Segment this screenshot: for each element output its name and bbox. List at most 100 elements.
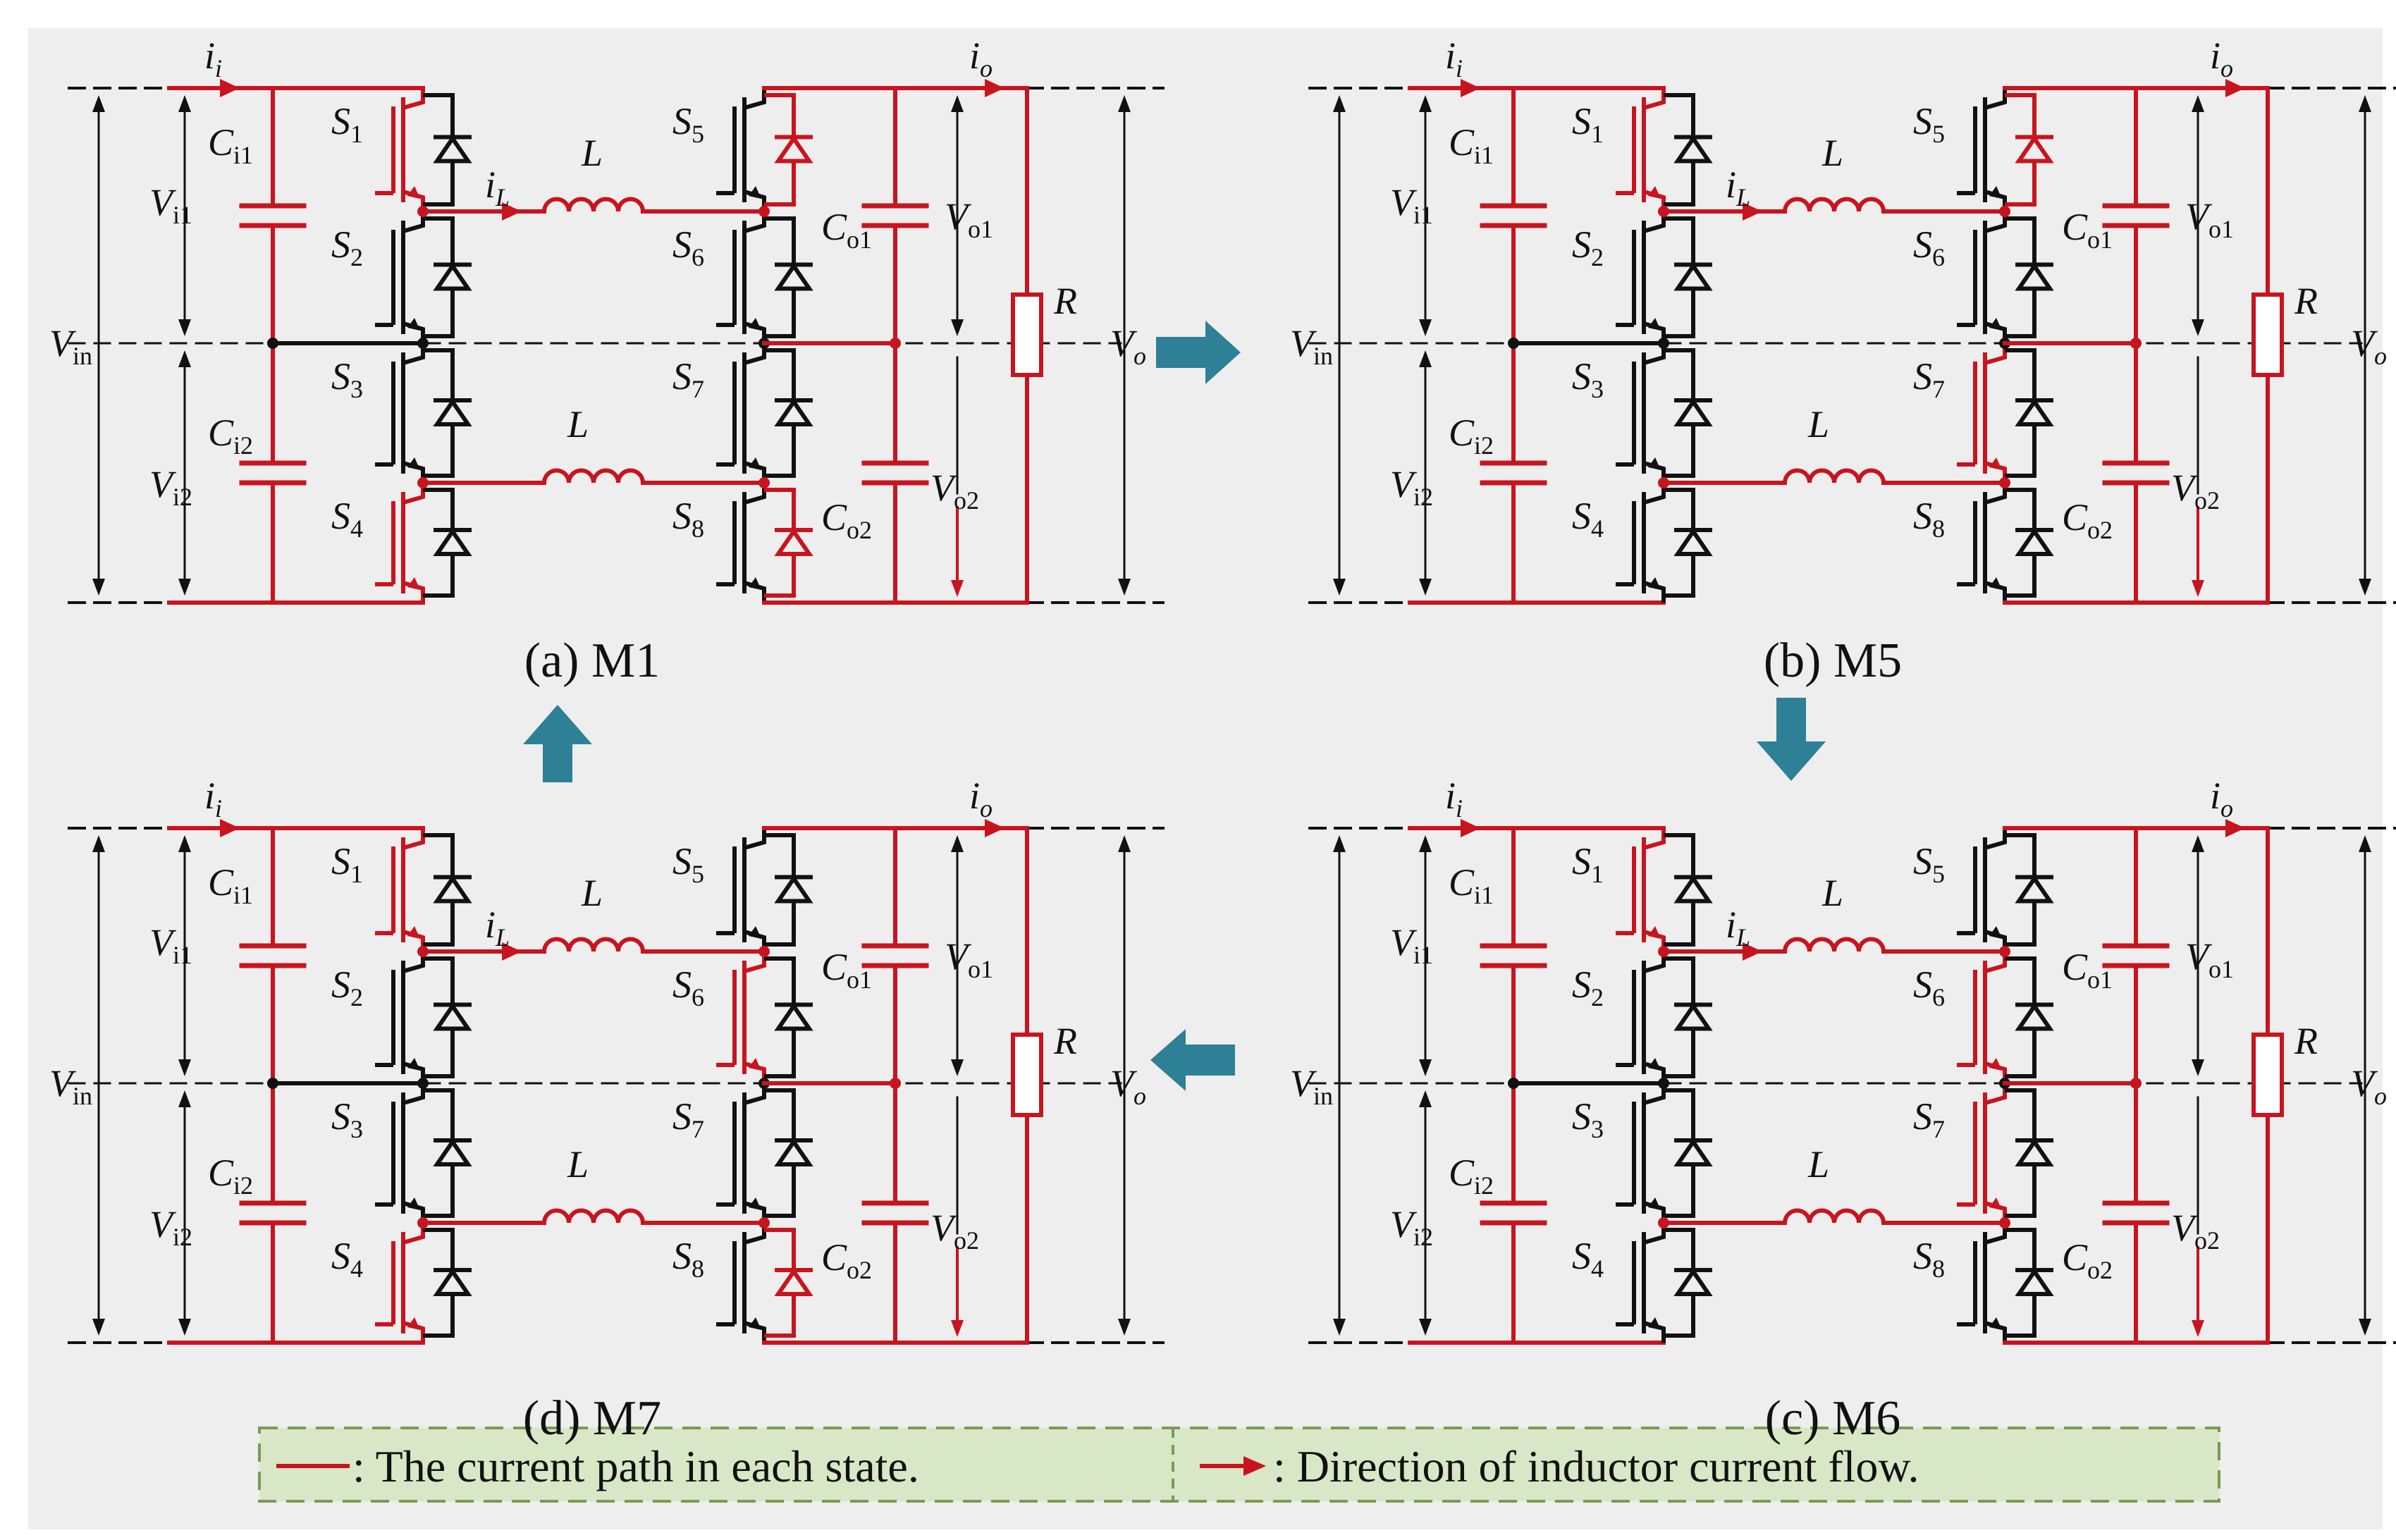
transition-arrow-up [523, 705, 592, 782]
dim-vo2-head [951, 1320, 964, 1337]
node-ci-mid [1508, 338, 1519, 349]
diode-top-lead [2005, 216, 2036, 265]
label-ii: ii [1445, 35, 1463, 82]
diode-triangle [433, 527, 472, 556]
capacitor-ci2 [239, 1081, 307, 1345]
capacitor-co1 [2102, 826, 2170, 1085]
label-s6: S6 [672, 223, 704, 271]
label-s4: S4 [1572, 1235, 1604, 1283]
label-il: iL [485, 164, 510, 211]
node-l-top-right [1999, 946, 2010, 957]
diode-top-lead [2005, 956, 2036, 1005]
label-s7: S7 [1913, 1095, 1945, 1143]
inductor-l-bottom [1661, 1208, 2007, 1225]
node-l-top-right [758, 206, 770, 217]
igbt-emitter-arrow [1648, 577, 1661, 590]
capacitor-ci2 [1480, 1081, 1547, 1345]
node-ci-mid [267, 1078, 278, 1089]
flow-arrow-icon [1461, 79, 1480, 97]
capacitor-co1 [2102, 86, 2170, 345]
diode-top-lead [764, 93, 796, 137]
label-vo1: Vo1 [2185, 195, 2234, 243]
diode-bottom-lead [1664, 902, 1695, 947]
label-s2: S2 [331, 223, 363, 271]
igbt-emitter-arrow [1648, 1058, 1661, 1071]
diode-triangle [774, 1002, 813, 1031]
dim-vin [92, 835, 105, 1336]
diode-icon [1664, 956, 1713, 1078]
diode-triangle [1673, 1138, 1713, 1166]
flow-arrow-icon [220, 79, 240, 97]
label-s4: S4 [331, 1235, 363, 1283]
diode-icon [1664, 216, 1713, 338]
igbt-emitter-arrow [1989, 318, 2002, 331]
dim-vo [1118, 95, 1131, 596]
panel-d: iiCi1Ci2S1S2S3S4S5S6S7S8iLLLioCo1Co2RVin… [49, 775, 1165, 1446]
flow-arrow-icon [1461, 819, 1480, 837]
dim-vi1 [1419, 835, 1432, 1076]
dim-vin [1333, 835, 1346, 1336]
dim-vo2-head [951, 580, 964, 597]
igbt-emitter-arrow [1989, 577, 2002, 590]
dim-vo1 [951, 835, 964, 1076]
panel-b: iiCi1Ci2S1S2S3S4S5S6S7S8iLLLioCo1Co2RVin… [1290, 35, 2396, 688]
label-s7: S7 [672, 1095, 704, 1143]
inductor-coil [1783, 937, 1886, 952]
igbt-emitter-arrow [749, 1058, 761, 1071]
diode-bottom-lead [1664, 1166, 1695, 1218]
flow-arrow-icon [502, 202, 522, 221]
diode-top-lead [764, 216, 796, 265]
label-io: io [2210, 35, 2233, 82]
diode-top-lead [764, 956, 796, 1005]
igbt-icon [716, 211, 766, 343]
diode-icon [423, 956, 472, 1078]
diode-top-lead [2005, 348, 2036, 400]
diode-bottom-lead [764, 1295, 796, 1338]
capacitor-ci2 [1480, 341, 1547, 605]
diode-triangle [1673, 1002, 1713, 1031]
igbt-emitter-arrow [749, 926, 761, 939]
label-vo2: Vo2 [2171, 1207, 2220, 1255]
dim-vo1 [951, 95, 964, 336]
igbt-emitter-arrow [749, 1197, 761, 1210]
diode-triangle [433, 135, 472, 164]
node-l-top-left [1658, 206, 1669, 217]
node-left-mid [1658, 338, 1669, 349]
diode-bottom-lead [2005, 290, 2036, 338]
capacitor-ci1 [1480, 826, 1547, 1085]
igbt-emitter-arrow [1648, 457, 1661, 470]
dim-vi1 [178, 835, 191, 1076]
switch-s4 [375, 1223, 472, 1343]
label-co1: Co1 [821, 206, 872, 254]
inductor-coil [1783, 468, 1886, 483]
igbt-collector [1984, 88, 2007, 110]
diode-triangle [433, 262, 472, 291]
resistor-icon [2251, 292, 2284, 377]
diode-top-lead [2005, 488, 2036, 530]
diode-icon [764, 488, 813, 598]
diode-triangle [2015, 527, 2054, 556]
inductor-l-bottom [421, 468, 766, 485]
igbt-icon [716, 88, 766, 211]
inductor-l-top [421, 937, 766, 954]
igbt-emitter-arrow [1648, 926, 1661, 939]
label-il: iL [1726, 164, 1750, 211]
igbt-emitter-arrow [407, 318, 420, 331]
diode-bottom-lead [423, 1030, 455, 1078]
label-s3: S3 [331, 1095, 363, 1143]
flow-arrow-icon [2225, 79, 2245, 97]
diode-icon [2005, 488, 2054, 598]
label-ci1: Ci1 [1449, 121, 1494, 169]
diode-triangle [433, 1002, 472, 1031]
capacitor-co1 [861, 826, 929, 1085]
igbt-collector [744, 88, 766, 110]
igbt-emitter-arrow [749, 457, 761, 470]
igbt-emitter-arrow [749, 318, 761, 331]
inductor-l-top [1661, 937, 2007, 954]
diode-top-lead [423, 956, 455, 1005]
capacitor-ci1 [239, 826, 307, 1085]
diode-icon [764, 1228, 813, 1338]
label-co2: Co2 [821, 1236, 872, 1284]
diode-bottom-lead [2005, 555, 2036, 598]
